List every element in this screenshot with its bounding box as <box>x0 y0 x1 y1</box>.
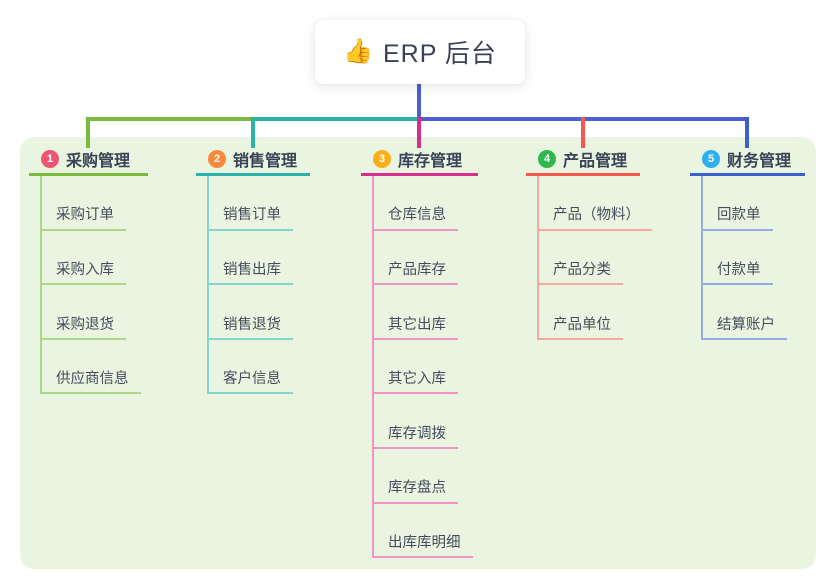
branch-item-label[interactable]: 产品库存 <box>374 261 458 286</box>
branch-item-label[interactable]: 供应商信息 <box>42 370 141 395</box>
branch-header-2[interactable]: 2 销售管理 <box>196 148 310 176</box>
branch-item: 结算账户 <box>703 285 787 340</box>
branch-item-label[interactable]: 付款单 <box>703 261 773 286</box>
branch-item: 采购退货 <box>42 285 141 340</box>
branch-item-label[interactable]: 采购退货 <box>42 316 126 340</box>
branch-item-label[interactable]: 产品（物料） <box>539 206 652 231</box>
branch-header-3[interactable]: 3 库存管理 <box>361 148 478 176</box>
branch-items: 产品（物料） 产品分类 产品单位 <box>537 176 652 340</box>
branch-drop-line-1 <box>86 117 90 148</box>
branch-label: 产品管理 <box>563 152 628 170</box>
branch-label: 财务管理 <box>727 152 792 170</box>
branch-item-label[interactable]: 采购订单 <box>42 206 126 231</box>
branch-item: 其它出库 <box>374 285 473 340</box>
branch-item-label[interactable]: 产品单位 <box>539 316 623 340</box>
branch-items: 销售订单 销售出库 销售退货 客户信息 <box>207 176 293 395</box>
root-node-label: ERP 后台 <box>382 40 497 68</box>
branch-item: 销售退货 <box>209 285 293 340</box>
branch-item-label[interactable]: 产品分类 <box>539 261 623 286</box>
branch-item-label[interactable]: 库存盘点 <box>374 479 458 504</box>
branch-item: 产品分类 <box>539 231 652 286</box>
branch-header-1[interactable]: 1 采购管理 <box>29 148 148 176</box>
thumbs-up-icon: 👍 <box>343 38 373 65</box>
branch-item: 其它入库 <box>374 340 473 395</box>
branch-item-label[interactable]: 仓库信息 <box>374 206 458 231</box>
branch-item-label[interactable]: 销售出库 <box>209 261 293 286</box>
branch-item-label[interactable]: 其它出库 <box>374 316 458 340</box>
branch-item: 销售订单 <box>209 176 293 231</box>
branch-items: 仓库信息 产品库存 其它出库 其它入库 库存调拨 库存盘点 出库库明细 <box>372 176 473 559</box>
branch-item-label[interactable]: 销售订单 <box>209 206 293 231</box>
branch-label: 库存管理 <box>398 152 463 170</box>
branch-item-label[interactable]: 出库库明细 <box>374 534 473 559</box>
branch-item: 库存盘点 <box>374 449 473 504</box>
branch-header-4[interactable]: 4 产品管理 <box>526 148 640 176</box>
branch-item: 付款单 <box>703 231 787 286</box>
branch-item: 销售出库 <box>209 231 293 286</box>
branch-items: 采购订单 采购入库 采购退货 供应商信息 <box>40 176 141 395</box>
branch-item-label[interactable]: 库存调拨 <box>374 425 458 449</box>
horizontal-line-green <box>86 117 255 121</box>
branch-item: 采购入库 <box>42 231 141 286</box>
branch-item-label[interactable]: 销售退货 <box>209 316 293 340</box>
horizontal-line-teal <box>251 117 421 121</box>
branches-background-panel <box>20 137 816 569</box>
branch-drop-line-5 <box>745 117 749 148</box>
branch-number-badge: 1 <box>41 149 59 168</box>
branch-5: 5 财务管理 回款单 付款单 结算账户 <box>690 148 805 340</box>
branch-drop-line-4 <box>581 117 585 148</box>
branch-drop-line-2 <box>251 117 255 148</box>
branch-header-5[interactable]: 5 财务管理 <box>690 148 805 176</box>
branch-label: 采购管理 <box>66 152 131 170</box>
branch-item: 出库库明细 <box>374 504 473 559</box>
branch-item: 产品库存 <box>374 231 473 286</box>
branch-1: 1 采购管理 采购订单 采购入库 采购退货 供应商信息 <box>29 148 148 395</box>
branch-item: 回款单 <box>703 176 787 231</box>
branch-number-badge: 5 <box>702 149 720 168</box>
branch-number-badge: 3 <box>373 149 391 168</box>
branch-item: 仓库信息 <box>374 176 473 231</box>
branch-item-label[interactable]: 采购入库 <box>42 261 126 286</box>
branch-item: 采购订单 <box>42 176 141 231</box>
branch-drop-line-3 <box>417 117 421 148</box>
branch-3: 3 库存管理 仓库信息 产品库存 其它出库 其它入库 库存调拨 库存盘点 出库库… <box>361 148 478 559</box>
branch-item: 产品（物料） <box>539 176 652 231</box>
branch-number-badge: 2 <box>208 149 226 168</box>
branch-number-badge: 4 <box>538 149 556 168</box>
root-trunk-line <box>417 84 421 121</box>
branch-item-label[interactable]: 回款单 <box>703 206 773 231</box>
branch-2: 2 销售管理 销售订单 销售出库 销售退货 客户信息 <box>196 148 310 395</box>
branch-items: 回款单 付款单 结算账户 <box>701 176 787 340</box>
branch-label: 销售管理 <box>233 152 298 170</box>
branch-item: 供应商信息 <box>42 340 141 395</box>
branch-item: 产品单位 <box>539 285 652 340</box>
branch-item-label[interactable]: 结算账户 <box>703 316 787 340</box>
branch-item: 客户信息 <box>209 340 293 395</box>
branch-item-label[interactable]: 客户信息 <box>209 370 293 395</box>
branch-item: 库存调拨 <box>374 394 473 449</box>
branch-4: 4 产品管理 产品（物料） 产品分类 产品单位 <box>526 148 652 340</box>
root-node-erp[interactable]: 👍 ERP 后台 <box>315 20 525 84</box>
branch-item-label[interactable]: 其它入库 <box>374 370 458 395</box>
